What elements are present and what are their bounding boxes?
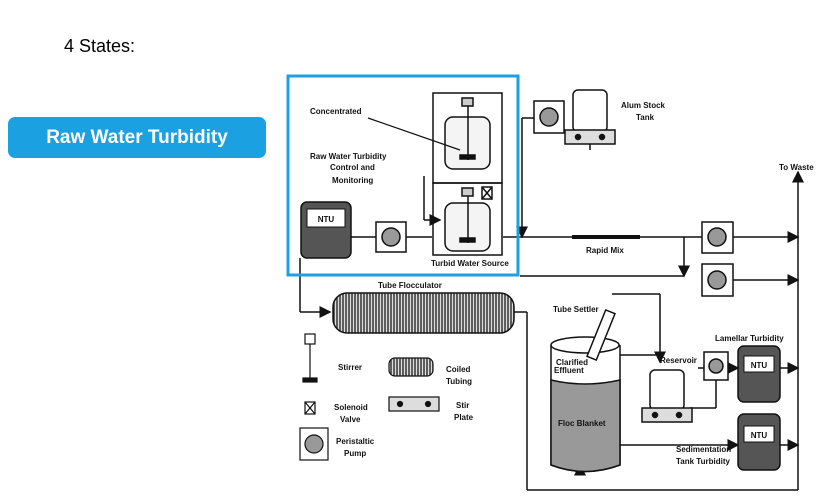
label-sed-1: Sedimentation [676,445,731,454]
settling-tank [550,308,621,473]
svg-text:NTU: NTU [751,361,768,370]
legend-coiled-1: Coiled [446,365,471,374]
svg-text:NTU: NTU [751,431,768,440]
svg-text:NTU: NTU [318,215,335,224]
label-clarified-1: Clarified [556,358,588,367]
lamellar-ntu-meter: NTU [737,345,781,403]
alum-stock-tank [564,89,616,145]
legend-stir-1: Stir [456,401,469,410]
sedimentation-ntu-meter: NTU [737,413,781,471]
label-tube-settler: Tube Settler [553,305,599,314]
label-clarified-2: Effluent [554,366,584,375]
coiled-tubing-icon [388,357,434,377]
legend-solenoid-2: Valve [340,415,361,424]
label-alum-1: Alum Stock [621,101,666,110]
legend [299,333,440,461]
concentrated-leader [367,117,461,151]
raw-water-highlight-box [286,74,520,277]
raw-water-tanks [423,92,503,256]
label-concentrated: Concentrated [310,107,362,116]
label-sed-2: Tank Turbidity [676,457,730,466]
legend-coiled-2: Tubing [446,377,472,386]
legend-solenoid-1: Solenoid [334,403,368,412]
legend-peristaltic-2: Pump [344,449,366,458]
label-to-waste: To Waste [779,163,814,172]
legend-peristaltic-1: Peristaltic [336,437,375,446]
label-alum-2: Tank [636,113,655,122]
stirrer-icon [304,333,316,345]
raw-water-turbidity-button[interactable]: Raw Water Turbidity [8,117,266,158]
label-raw-control-3: Monitoring [332,176,373,185]
label-reservoir: Reservoir [660,356,697,365]
label-turbid-source: Turbid Water Source [431,259,509,268]
slide-title: 4 States: [64,36,136,56]
peristaltic-pumps [375,100,734,381]
tube-flocculator [332,292,515,334]
legend-stir-2: Plate [454,413,474,422]
legend-stirrer: Stirrer [338,363,362,372]
label-floc-blanket: Floc Blanket [558,419,606,428]
reservoir [641,369,693,423]
label-raw-control-1: Raw Water Turbidity [310,152,387,161]
label-tube-flocculator: Tube Flocculator [378,281,442,290]
label-lamellar: Lamellar Turbidity [715,334,784,343]
raw-ntu-meter: NTU [300,201,352,259]
label-raw-control-2: Control and [330,163,375,172]
label-rapid-mix: Rapid Mix [586,246,624,255]
stir-plate-icon [388,396,440,412]
